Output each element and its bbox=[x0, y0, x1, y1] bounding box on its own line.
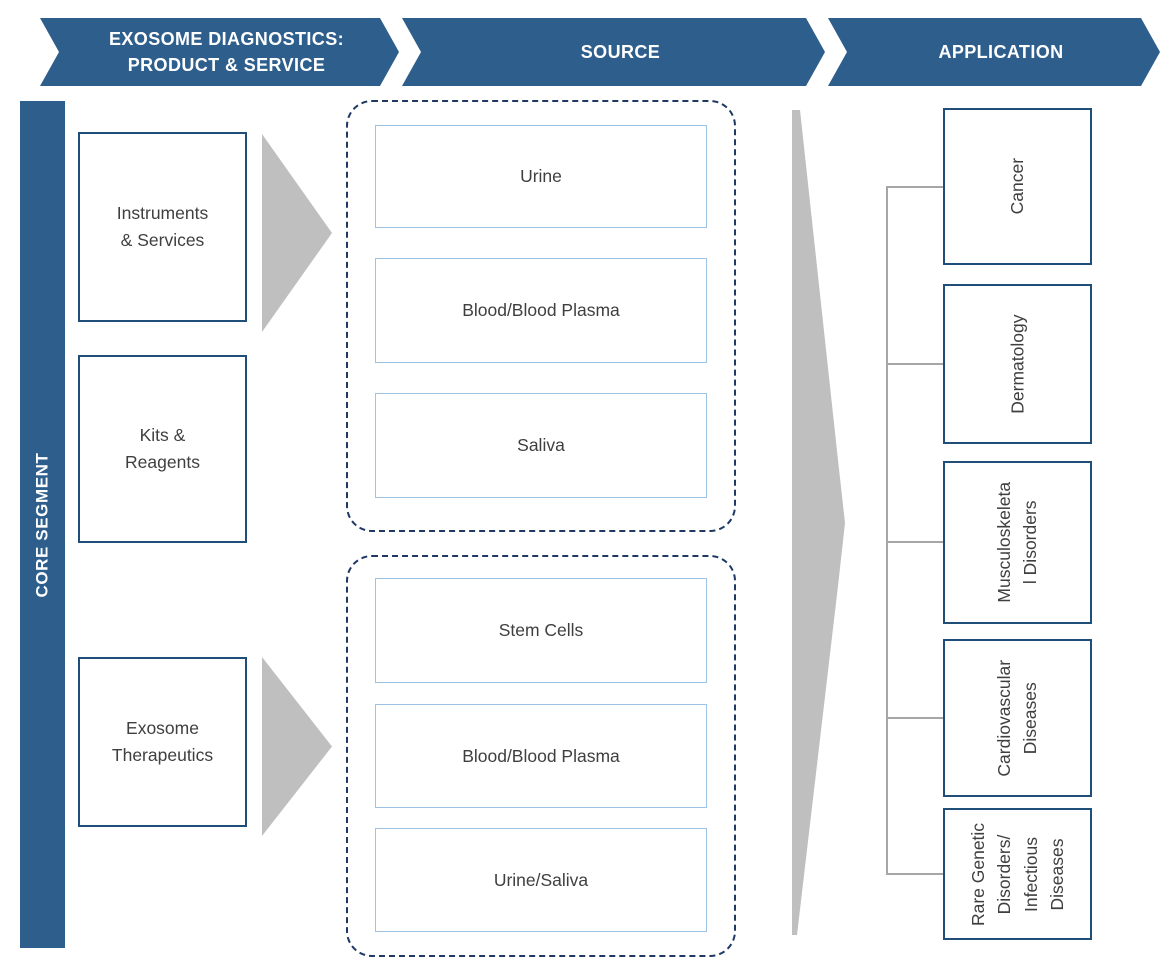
application-label-cardiovascular-diseases: Cardiovascular Diseases bbox=[994, 659, 1041, 777]
core-segment-label: CORE SEGMENT bbox=[32, 451, 52, 598]
segment-box-kits-reagents: Kits & Reagents bbox=[78, 355, 247, 543]
source-box-blood-plasma-therapeutics: Blood/Blood Plasma bbox=[375, 704, 707, 808]
application-box-dermatology: Dermatology bbox=[943, 284, 1092, 444]
segment-box-exosome-therapeutics: Exosome Therapeutics bbox=[78, 657, 247, 827]
source-box-saliva: Saliva bbox=[375, 393, 707, 498]
therapeutics-source-group bbox=[346, 555, 736, 957]
connector-stub-dermatology bbox=[886, 363, 943, 365]
segment-box-instruments-services: Instruments & Services bbox=[78, 132, 247, 322]
banner-product-service: EXOSOME DIAGNOSTICS: PRODUCT & SERVICE bbox=[40, 18, 399, 86]
application-label-rare-genetic-infectious: Rare Genetic Disorders/ Infectious Disea… bbox=[967, 822, 1067, 926]
banner-application: APPLICATION bbox=[828, 18, 1160, 86]
diagnostics-source-group bbox=[346, 100, 736, 532]
flow-arrow-instruments-to-sources bbox=[262, 134, 332, 332]
banner-source-label: SOURCE bbox=[580, 41, 661, 62]
application-label-musculoskeletal-disorders: Musculoskeleta l Disorders bbox=[994, 482, 1041, 603]
core-segment-bar: CORE SEGMENT bbox=[20, 101, 65, 948]
source-box-urine: Urine bbox=[375, 125, 707, 228]
application-box-musculoskeletal-disorders: Musculoskeleta l Disorders bbox=[943, 461, 1092, 624]
application-box-cardiovascular-diseases: Cardiovascular Diseases bbox=[943, 639, 1092, 797]
flow-arrow-therapeutics-to-sources bbox=[262, 657, 332, 836]
application-connector-line bbox=[886, 186, 888, 874]
connector-stub-cancer bbox=[886, 186, 943, 188]
connector-stub-cardiovascular bbox=[886, 717, 943, 719]
source-box-urine-saliva: Urine/Saliva bbox=[375, 828, 707, 932]
application-box-rare-genetic-infectious: Rare Genetic Disorders/ Infectious Disea… bbox=[943, 808, 1092, 940]
source-box-stem-cells: Stem Cells bbox=[375, 578, 707, 683]
application-label-dermatology: Dermatology bbox=[1007, 314, 1028, 414]
source-box-blood-plasma-diagnostics: Blood/Blood Plasma bbox=[375, 258, 707, 363]
connector-stub-musculoskeletal bbox=[886, 541, 943, 543]
application-box-cancer: Cancer bbox=[943, 108, 1092, 265]
main-flow-arrow bbox=[792, 110, 845, 935]
connector-stub-rare-genetic bbox=[886, 873, 943, 875]
banner-application-label: APPLICATION bbox=[938, 41, 1064, 62]
application-label-cancer: Cancer bbox=[1007, 158, 1028, 215]
banner-source: SOURCE bbox=[402, 18, 825, 86]
banner-product-service-label: EXOSOME DIAGNOSTICS: PRODUCT & SERVICE bbox=[108, 28, 345, 75]
